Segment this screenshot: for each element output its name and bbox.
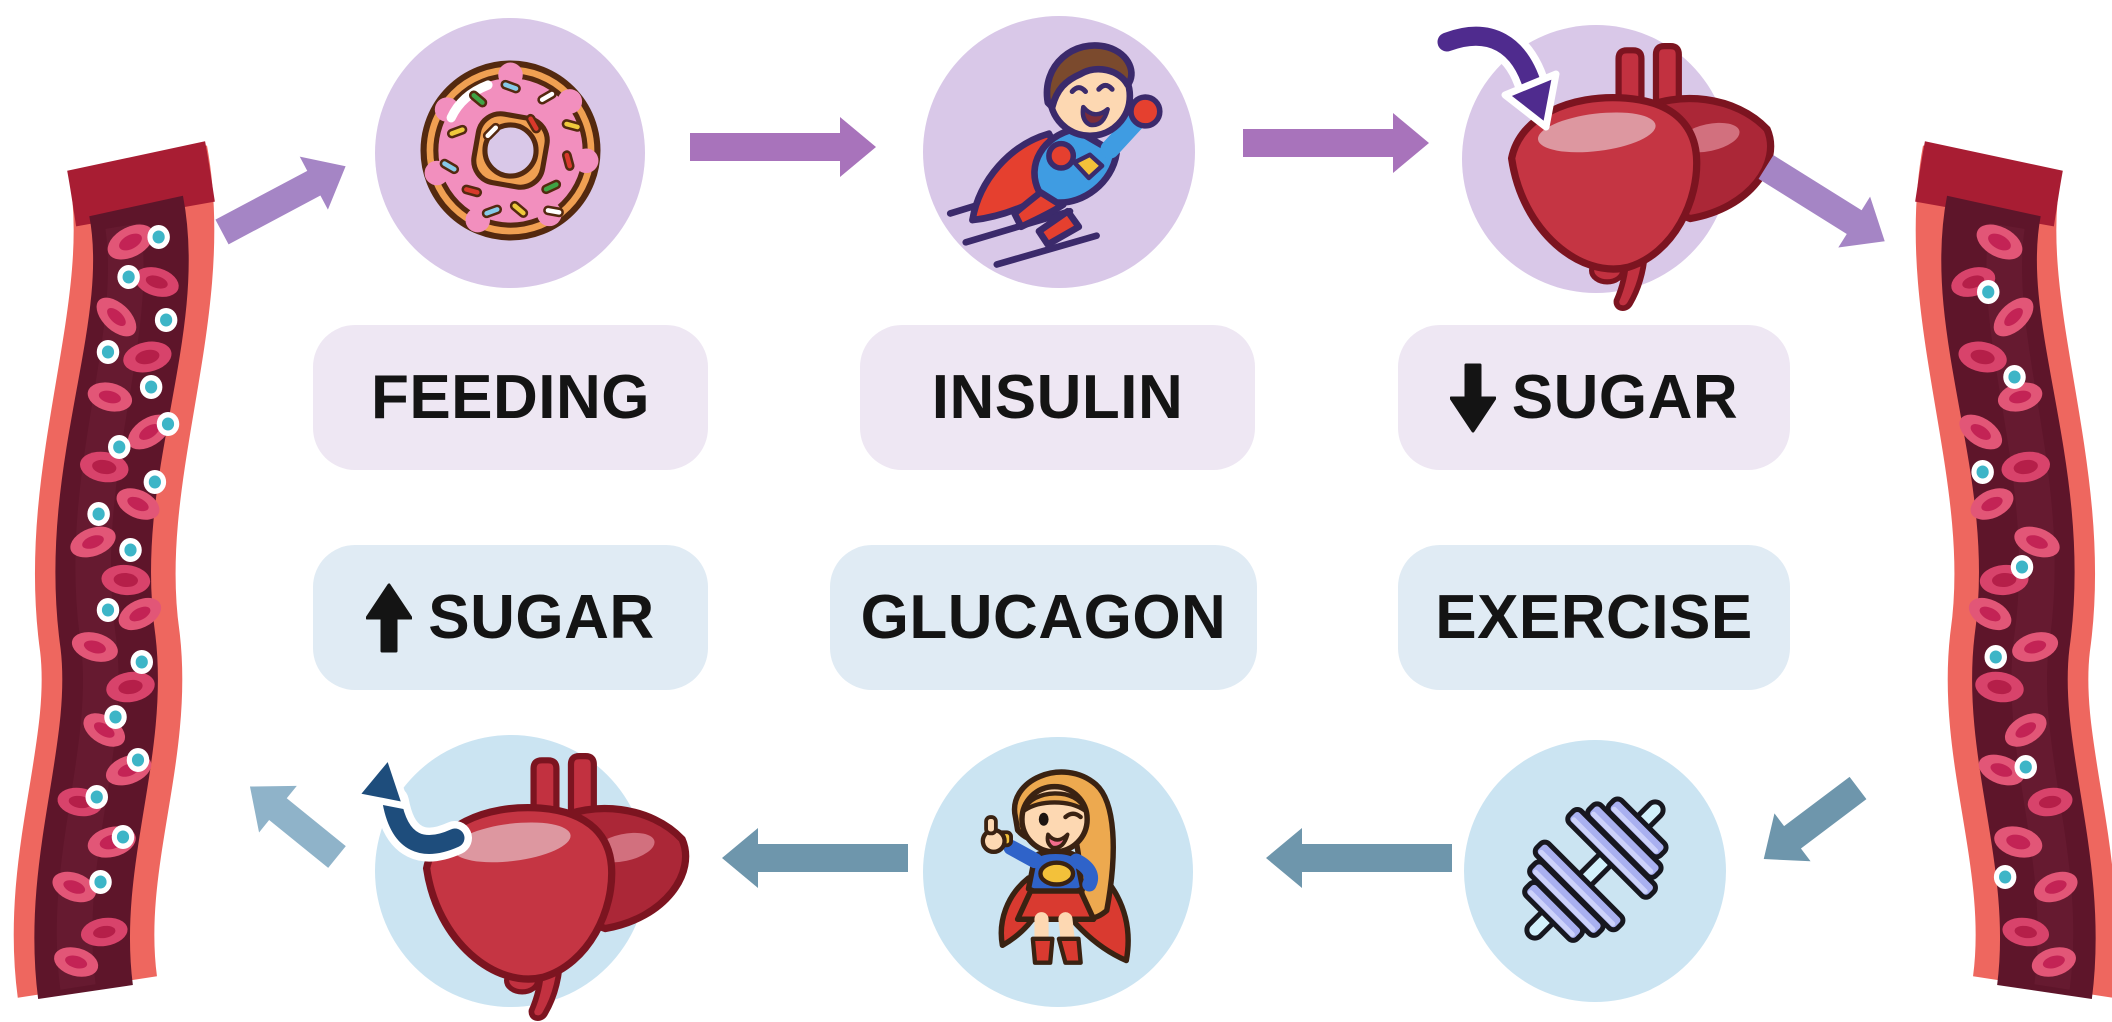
sugar-up-label-text: SUGAR xyxy=(428,583,655,652)
feeding-label-text: FEEDING xyxy=(370,363,651,432)
liver-to-vessel-bottom-arrow-icon xyxy=(249,785,346,868)
donut-icon xyxy=(420,60,601,241)
dumbbell-exercise-icon xyxy=(1522,796,1669,943)
liver-sugar-release-icon xyxy=(385,752,705,1022)
sugar-down-label-text: SUGAR xyxy=(1511,363,1739,432)
sugar-dots-left xyxy=(85,225,180,894)
sugar-dots-right xyxy=(1971,280,2037,889)
dumbbell-to-supergirl-arrow-icon xyxy=(1266,828,1452,888)
sugar-up-label: SUGAR xyxy=(313,545,708,690)
donut-to-superhero-arrow-icon xyxy=(690,117,876,177)
insulin-label-text: INSULIN xyxy=(931,363,1184,432)
superhero-to-liver-arrow-icon xyxy=(1243,113,1429,173)
up-arrow-icon xyxy=(366,583,413,652)
superhero-insulin-icon xyxy=(946,42,1163,268)
glucagon-label: GLUCAGON xyxy=(830,545,1257,690)
sugar-down-label: SUGAR xyxy=(1398,325,1790,470)
down-arrow-icon xyxy=(1449,363,1496,432)
supergirl-to-liver-arrow-icon xyxy=(722,828,908,888)
insulin-label: INSULIN xyxy=(860,325,1255,470)
supergirl-glucagon-icon xyxy=(980,769,1131,965)
blood-vessel-left-icon xyxy=(18,142,243,992)
glucagon-label-text: GLUCAGON xyxy=(860,583,1227,652)
blood-vessel-right-icon xyxy=(1887,142,2112,992)
vessel-to-dumbbell-arrow-icon xyxy=(1763,776,1867,862)
exercise-label-text: EXERCISE xyxy=(1435,583,1753,652)
liver-sugar-uptake-icon xyxy=(1470,42,1790,312)
feeding-label: FEEDING xyxy=(313,325,708,470)
exercise-label: EXERCISE xyxy=(1398,545,1790,690)
